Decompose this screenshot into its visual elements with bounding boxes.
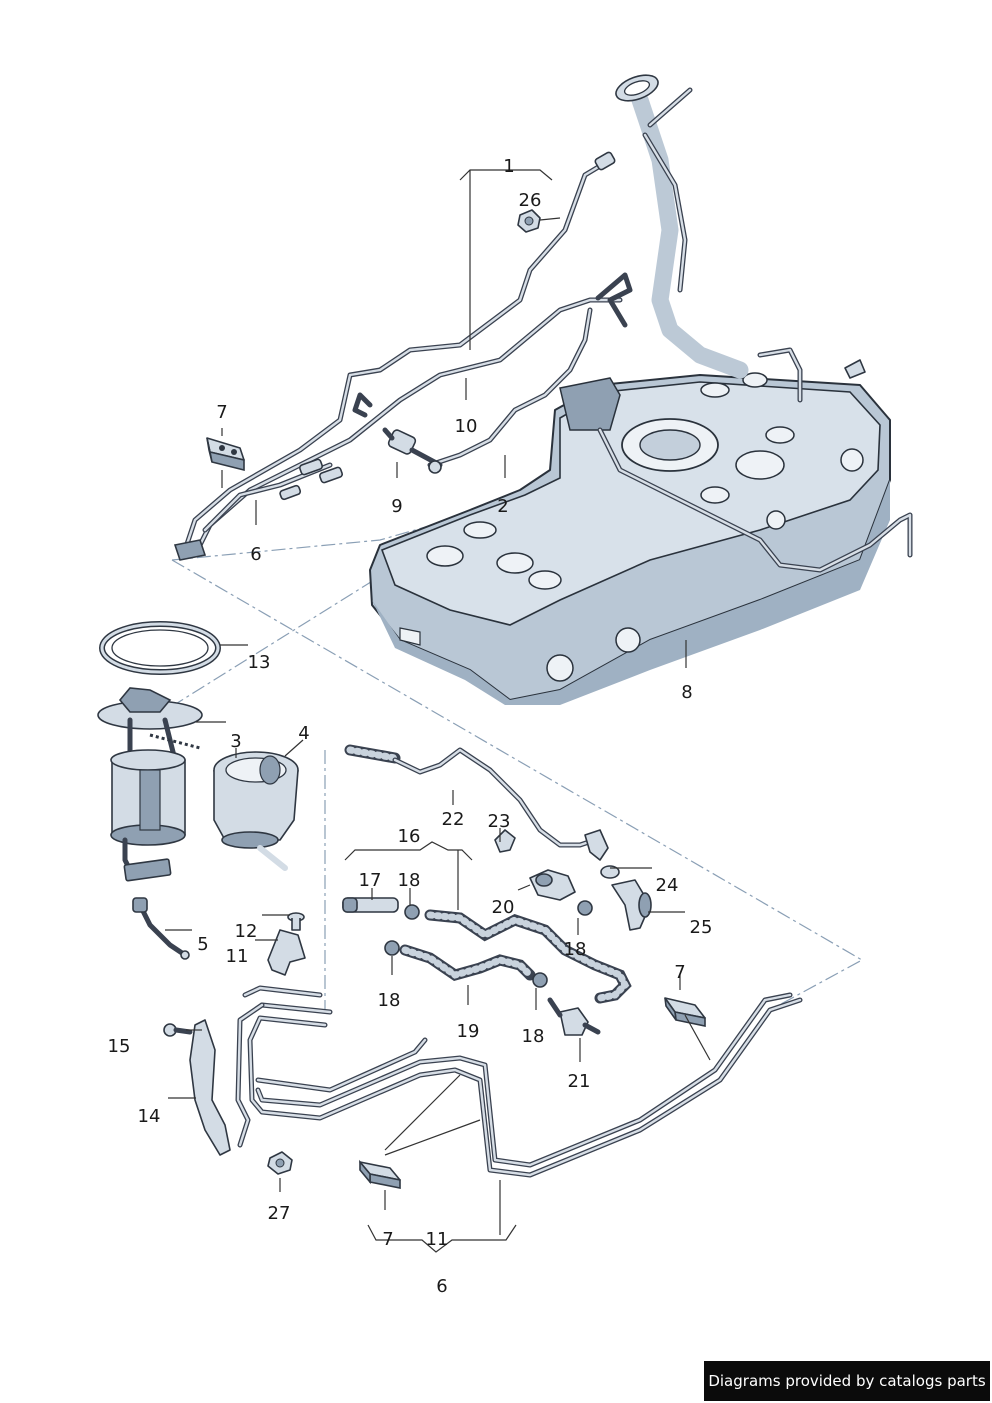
clip-part-7-top [206, 437, 245, 472]
bolt-part-12 [287, 912, 305, 931]
footer-credit-banner: Diagrams provided by catalogs parts [704, 1361, 990, 1401]
callout-23: 23 [488, 811, 511, 832]
heat-shield-part-14 [189, 1019, 231, 1156]
callout-7-top: 7 [216, 402, 227, 423]
clamp-part-18-b [384, 940, 400, 956]
callout-11-b: 11 [426, 1229, 449, 1250]
callout-13: 13 [248, 652, 271, 673]
callout-10: 10 [455, 416, 478, 437]
vent-hose-part-22 [344, 744, 609, 861]
callout-7-middle: 7 [674, 962, 685, 983]
seal-part-24 [600, 865, 620, 879]
callout-20: 20 [492, 897, 515, 918]
callout-17: 17 [359, 870, 382, 891]
hose-part-16 [424, 909, 632, 1004]
clip-part-7-bottom [359, 1159, 401, 1189]
callout-22: 22 [442, 809, 465, 830]
sensor-part-5 [132, 897, 190, 960]
filler-neck [615, 74, 866, 403]
callout-18-c: 18 [564, 939, 587, 960]
callout-12: 12 [235, 921, 258, 942]
fuel-tank [369, 372, 891, 705]
pump-insert-part-4 [213, 751, 299, 871]
callout-25: 25 [690, 917, 713, 938]
callout-18-d: 18 [522, 1026, 545, 1047]
valve-part-21 [547, 997, 601, 1036]
callout-27: 27 [268, 1203, 291, 1224]
leader-lines [165, 169, 711, 1253]
callout-24: 24 [656, 875, 679, 896]
footer-credit-text: Diagrams provided by catalogs parts [708, 1372, 986, 1390]
nut-part-27 [267, 1151, 293, 1175]
clip-part-7-middle [664, 997, 706, 1027]
callout-7-bottom: 7 [382, 1229, 393, 1250]
callout-26: 26 [519, 190, 542, 211]
fuel-pump-module-part-3 [97, 687, 203, 882]
callout-6-bottom: 6 [436, 1276, 447, 1297]
clamp-part-18-c [577, 900, 593, 916]
clip-part-23 [494, 829, 516, 853]
hose-part-25 [611, 879, 652, 931]
callout-4: 4 [298, 723, 309, 744]
callout-18-b: 18 [378, 990, 401, 1011]
seal-ring-part-13 [99, 621, 221, 675]
fuel-lines-bottom [235, 985, 803, 1178]
callout-5: 5 [197, 934, 208, 955]
connector-part-17 [342, 897, 399, 913]
callout-18-a: 18 [398, 870, 421, 891]
callout-2: 2 [497, 496, 508, 517]
bracket-part-11 [267, 929, 306, 976]
valve-part-20 [529, 869, 576, 901]
clamp-part-18-a [404, 904, 420, 920]
callout-9: 9 [391, 496, 402, 517]
callout-8: 8 [681, 682, 692, 703]
bolt-part-15 [163, 1023, 193, 1037]
callout-3: 3 [230, 731, 241, 752]
callout-19: 19 [457, 1021, 480, 1042]
fuel-lines-top [173, 151, 913, 573]
callout-6-top: 6 [250, 544, 261, 565]
hose-part-19 [399, 944, 536, 981]
callout-14: 14 [138, 1106, 161, 1127]
callout-1: 1 [503, 156, 514, 177]
callout-15: 15 [108, 1036, 131, 1057]
callout-labels: 1 26 10 2 9 7 6 13 3 4 8 22 23 16 24 25 … [108, 156, 713, 1297]
valve-part-9 [382, 427, 443, 474]
callout-11-a: 11 [226, 946, 249, 967]
callout-16: 16 [398, 826, 421, 847]
nut-part-26 [517, 209, 541, 233]
callout-21: 21 [568, 1071, 591, 1092]
clamp-part-18-d [532, 972, 548, 988]
